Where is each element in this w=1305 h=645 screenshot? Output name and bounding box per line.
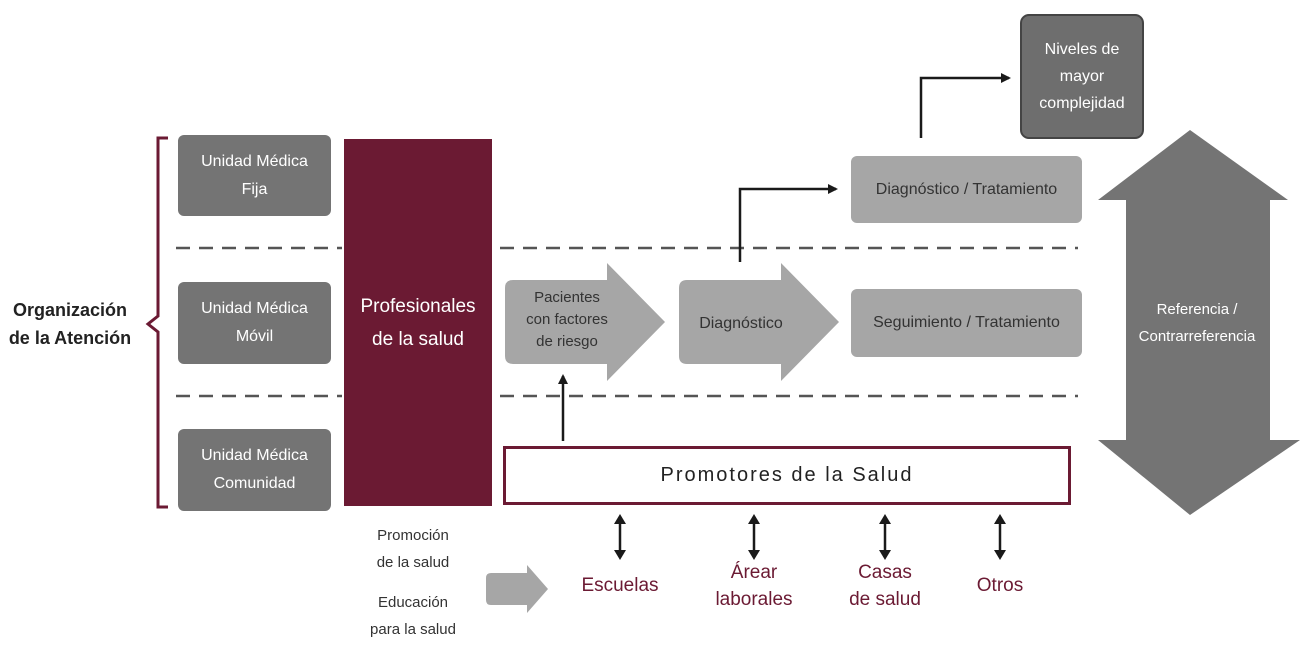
destination-casas: Casas de salud xyxy=(849,562,921,610)
promotion-text: Promoción de la salud xyxy=(376,527,450,571)
destination-escuelas: Escuelas xyxy=(581,575,659,596)
referral-label: Referencia / Contrarreferencia xyxy=(1138,301,1256,345)
diagnosis-to-treatment-arrow xyxy=(738,184,838,262)
referral-double-arrow xyxy=(1098,130,1300,515)
organization-label: Organización de la Atención xyxy=(8,300,132,348)
unit-fixed: Unidad Médica Fija xyxy=(178,135,331,216)
destination-otros: Otros xyxy=(976,575,1024,596)
unit-mobile: Unidad Médica Móvil xyxy=(178,282,331,364)
destination-arrow-escuelas xyxy=(614,514,626,560)
diagnosis-label: Diagnóstico xyxy=(699,315,783,332)
destination-arrow-casas xyxy=(879,514,891,560)
destination-arrow-laborales xyxy=(748,514,760,560)
destination-arrow-otros xyxy=(994,514,1006,560)
patients-label: Pacientes con factores de riesgo xyxy=(526,289,608,350)
destination-laborales: Árear laborales xyxy=(715,562,793,610)
followup-treatment-box: Seguimiento / Tratamiento xyxy=(851,289,1082,357)
professionals-column: Profesionales de la salud xyxy=(344,139,492,506)
diagnosis-treatment-box: Diagnóstico / Tratamiento xyxy=(851,156,1082,223)
unit-community: Unidad Médica Comunidad xyxy=(178,429,331,511)
higher-levels-box: Niveles de mayor complejidad xyxy=(1020,14,1144,139)
treatment-to-higher-levels-arrow xyxy=(919,73,1011,138)
organization-bracket xyxy=(145,136,168,509)
education-text: Educación para la salud xyxy=(370,594,456,638)
promoters-bar: Promotores de la Salud xyxy=(503,446,1071,505)
diagnosis-arrow-shape xyxy=(679,263,839,381)
patients-arrow-shape xyxy=(505,263,665,381)
actions-arrow xyxy=(486,565,548,613)
